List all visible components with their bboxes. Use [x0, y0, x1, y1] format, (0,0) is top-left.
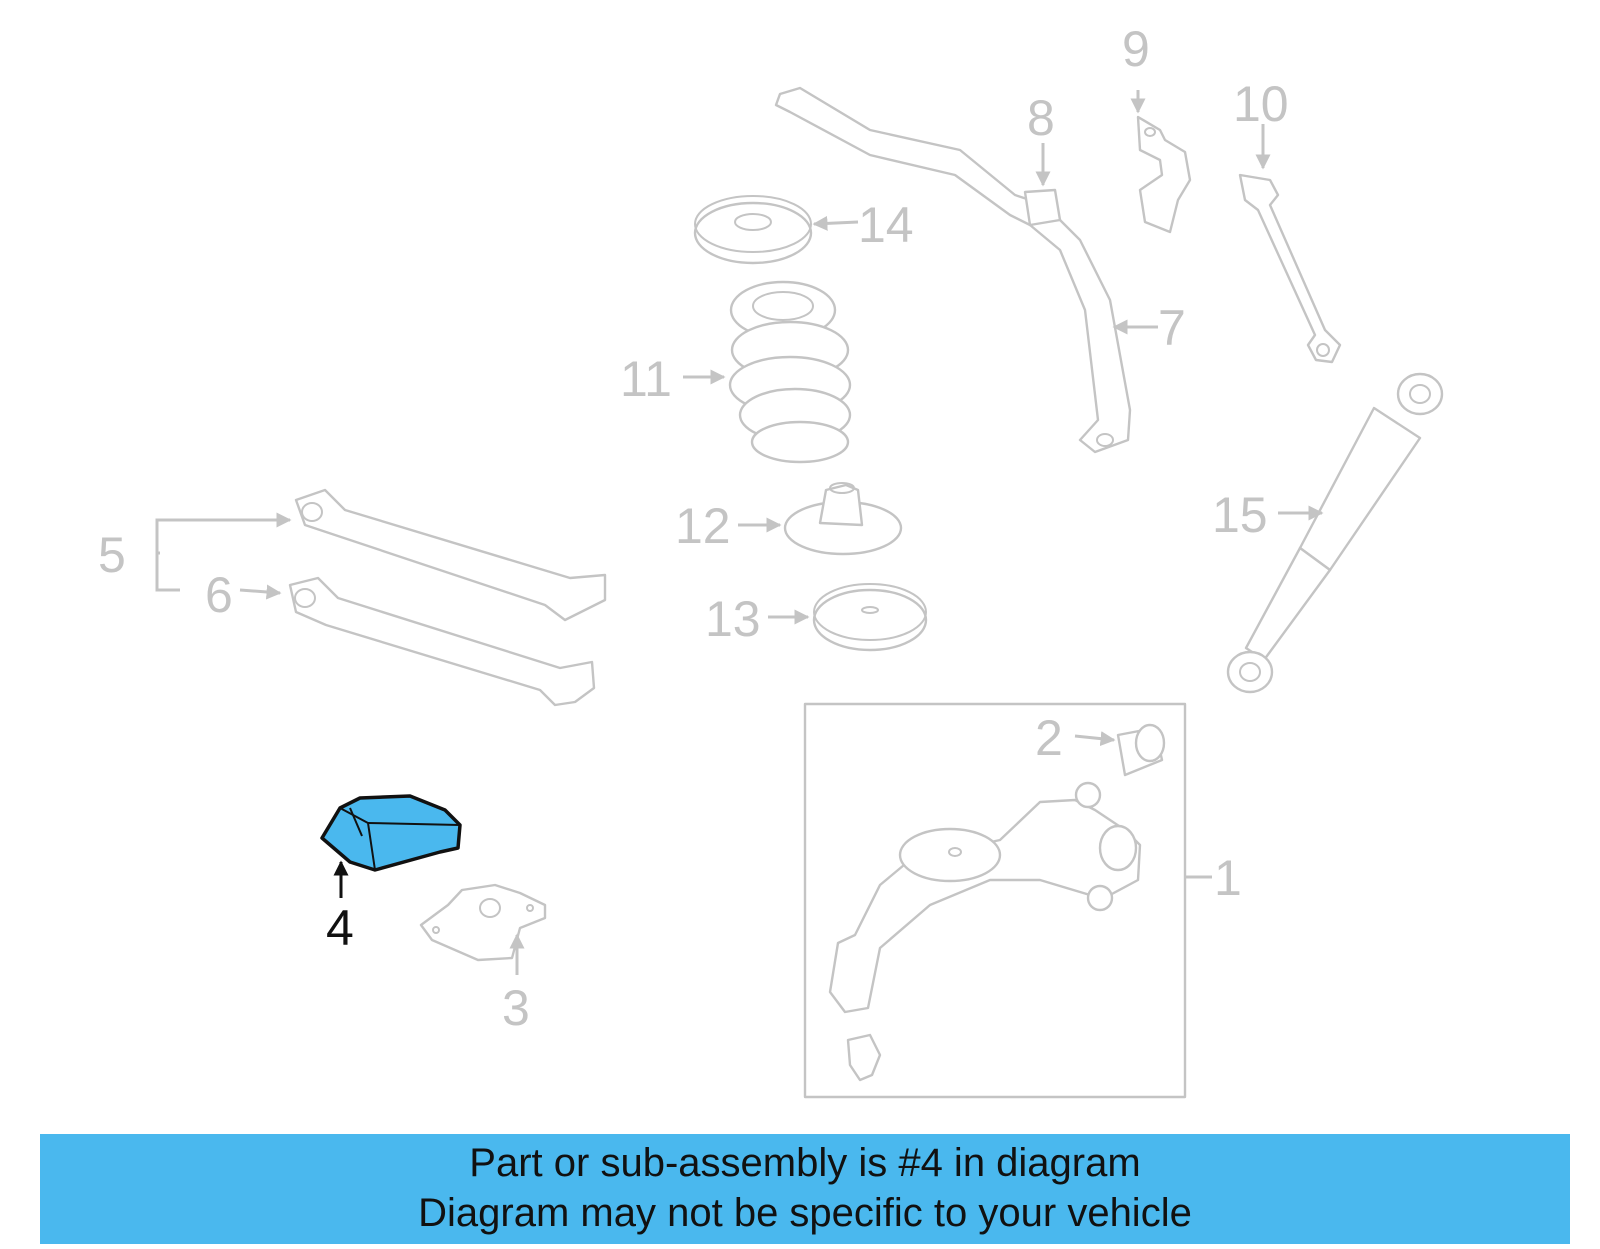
part-9-stabilizer-bracket[interactable]	[1136, 115, 1192, 234]
part-4-shield-highlighted[interactable]	[320, 794, 462, 872]
callout-15: 15	[1212, 487, 1268, 543]
part-15-shock-absorber[interactable]	[1226, 372, 1444, 694]
callout-2: 2	[1035, 710, 1063, 766]
callout-1: 1	[1214, 850, 1242, 906]
callout-6: 6	[205, 567, 233, 623]
part-10-stabilizer-link[interactable]	[1238, 173, 1342, 364]
part-6-lower-control-arm[interactable]	[288, 576, 596, 707]
part-7-stabilizer-bar[interactable]	[774, 86, 1132, 454]
callout-11: 11	[620, 351, 672, 407]
part-14-spring-insulator[interactable]	[693, 195, 813, 265]
leader-lines	[155, 90, 1324, 975]
callout-9: 9	[1122, 21, 1150, 77]
callout-12: 12	[675, 498, 731, 554]
part-8-stabilizer-bushing[interactable]	[1023, 188, 1062, 227]
info-banner: Part or sub-assembly is #4 in diagram Di…	[40, 1134, 1570, 1244]
banner-part-note: Part or sub-assembly is #4 in diagram	[469, 1141, 1141, 1185]
part-5-upper-control-arm[interactable]	[294, 488, 607, 622]
callout-7: 7	[1158, 300, 1186, 356]
part-1-lower-arm-assembly-box[interactable]	[803, 702, 1187, 1099]
callout-8: 8	[1027, 90, 1055, 146]
callout-5: 5	[98, 527, 126, 583]
part-13-lower-insulator[interactable]	[812, 583, 928, 652]
callout-4: 4	[326, 900, 354, 956]
part-12-spring-seat-bump-stop[interactable]	[783, 482, 903, 556]
part-2-bushing[interactable]	[1116, 723, 1166, 777]
part-3-mount-bracket[interactable]	[419, 883, 547, 962]
callout-10: 10	[1233, 76, 1289, 132]
callout-3: 3	[502, 980, 530, 1036]
callout-labels: 9 8 10 14 7 11 12 13 15 5 6 2 1 3 4	[98, 21, 1289, 1036]
part-11-coil-spring[interactable]	[728, 280, 852, 464]
callout-14: 14	[858, 197, 914, 253]
banner-disclaimer: Diagram may not be specific to your vehi…	[418, 1191, 1192, 1235]
callout-13: 13	[705, 591, 761, 647]
